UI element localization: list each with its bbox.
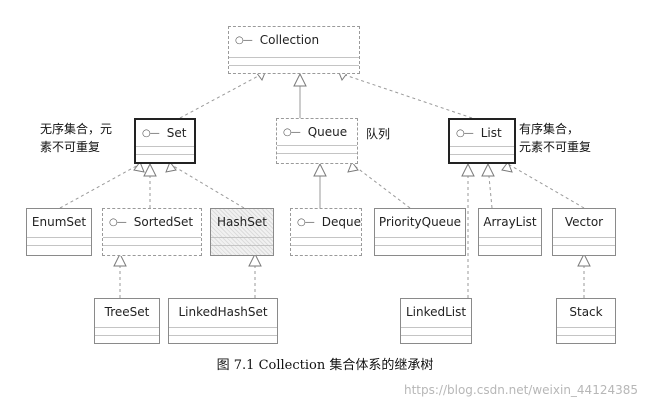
arrowhead-queue-right [347, 160, 359, 173]
node-deque-label: Deque [321, 215, 361, 229]
arrowhead-hashset [248, 252, 262, 267]
node-priorityqueue-label: PriorityQueue [378, 215, 462, 229]
note-set-line2: 素不可重复 [40, 140, 101, 154]
watermark: https://blog.csdn.net/weixin_44124385 [403, 383, 638, 397]
edge-arraylist-list [487, 165, 493, 209]
node-queue-label: Queue [307, 125, 348, 139]
interface-icon: ○— [235, 34, 253, 46]
figure-caption: 图 7.1 Collection 集合体系的继承树 [216, 358, 434, 373]
interface-icon: ○— [142, 127, 160, 139]
node-linkedhashset-label: LinkedHashSet [178, 305, 268, 319]
arrowhead-list-mid [481, 162, 495, 177]
node-arraylist-label: ArrayList [483, 215, 537, 229]
node-vector: Vector [552, 208, 616, 256]
node-vector-label: Vector [564, 215, 604, 229]
note-list-line2: 元素不可重复 [519, 140, 592, 154]
node-list: ○— List [448, 118, 516, 164]
arrowhead-collection-mid [293, 72, 307, 87]
interface-icon: ○— [456, 127, 474, 139]
node-stack: Stack [556, 298, 616, 344]
arrowhead-set-left [133, 160, 145, 173]
note-list-line1: 有序集合， [519, 122, 580, 136]
note-queue: 队列 [366, 127, 391, 141]
node-queue: ○— Queue [276, 118, 358, 164]
interface-icon: ○— [283, 126, 301, 138]
edge-set-collection [179, 73, 263, 119]
arrowhead-set-mid [143, 162, 157, 177]
arrowhead-list-left [461, 162, 475, 177]
edge-list-collection [341, 73, 473, 119]
node-enumset-label: EnumSet [31, 215, 87, 229]
node-linkedhashset: LinkedHashSet [168, 298, 278, 344]
node-sortedset: ○— SortedSet [102, 208, 202, 256]
node-treeset-label: TreeSet [104, 305, 150, 319]
node-collection: ○— Collection [228, 26, 360, 74]
node-sortedset-label: SortedSet [133, 215, 194, 229]
interface-icon: ○— [297, 216, 315, 228]
node-deque: ○— Deque [290, 208, 362, 256]
node-enumset: EnumSet [26, 208, 92, 256]
arrowhead-vector [577, 252, 591, 267]
node-hashset-label: HashSet [217, 215, 267, 229]
node-priorityqueue: PriorityQueue [374, 208, 466, 256]
arrowhead-list-right [501, 160, 513, 173]
note-set: 无序集合，元 素不可重复 [40, 120, 112, 156]
node-hashset: HashSet [210, 208, 274, 256]
interface-icon: ○— [109, 216, 127, 228]
arrowhead-set-right [165, 160, 177, 173]
node-stack-label: Stack [569, 305, 603, 319]
note-set-line1: 无序集合，元 [40, 122, 113, 136]
node-list-label: List [480, 126, 502, 140]
node-treeset: TreeSet [94, 298, 160, 344]
edge-vector-list [507, 163, 585, 209]
edge-hashset-set [169, 163, 245, 209]
node-collection-label: Collection [259, 33, 320, 47]
node-linkedlist-label: LinkedList [405, 305, 467, 319]
edge-priorityqueue-queue [351, 163, 411, 209]
node-linkedlist: LinkedList [400, 298, 472, 344]
node-arraylist: ArrayList [478, 208, 542, 256]
arrowhead-queue-mid [313, 162, 327, 177]
node-set: ○— Set [134, 118, 196, 164]
node-set-label: Set [166, 126, 187, 140]
edge-enumset-set [59, 163, 141, 209]
arrowhead-sortedset [113, 252, 127, 267]
note-list: 有序集合， 元素不可重复 [519, 120, 591, 156]
